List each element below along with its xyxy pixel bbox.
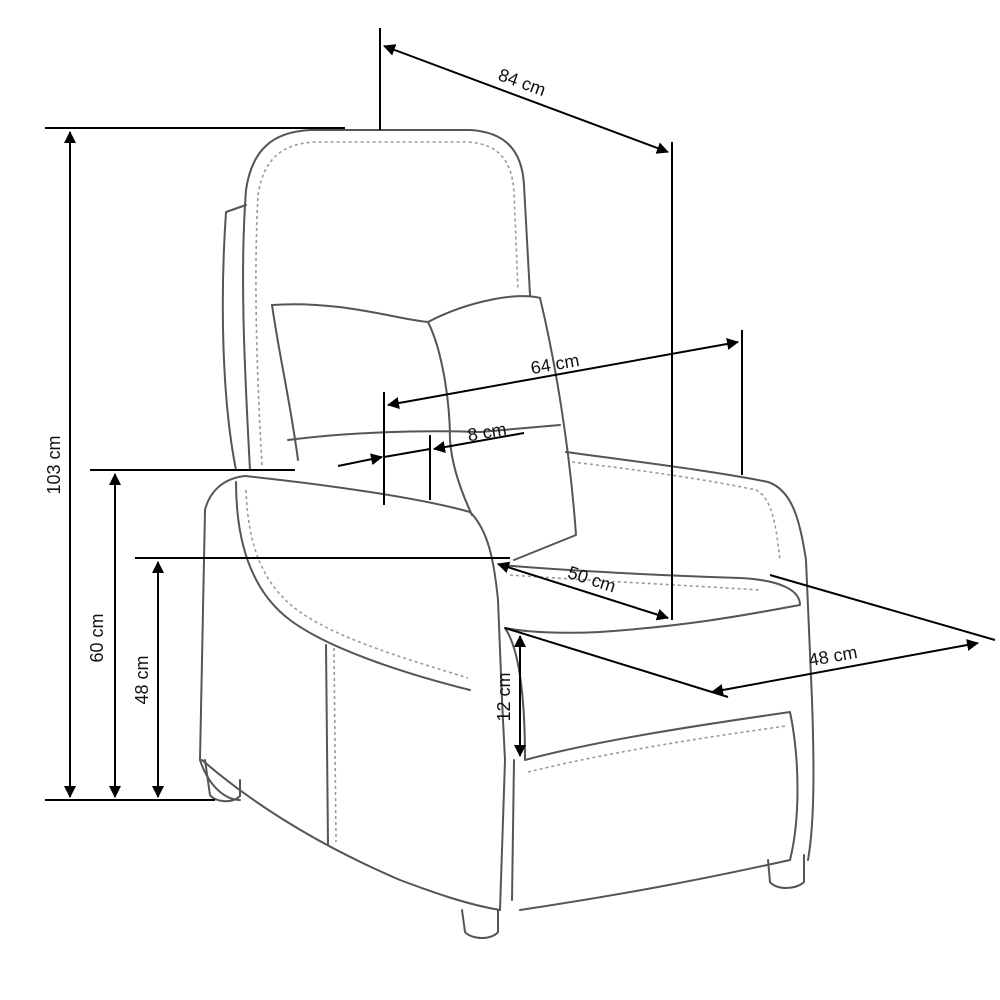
armrest-width-arrow: [337, 453, 383, 467]
label-width: 64 cm: [529, 350, 581, 378]
label-seat-height: 48 cm: [132, 655, 152, 704]
label-armrest-height: 60 cm: [87, 613, 107, 662]
back-cushion: [271, 295, 577, 561]
width-arrow: [387, 338, 739, 409]
right-armrest: [565, 451, 813, 701]
recliner-chair-illustration: [199, 129, 815, 939]
seat-depth-arrow: [497, 561, 669, 621]
seat-width-arrow: [711, 639, 979, 696]
left-armrest: [204, 475, 503, 701]
footrest: [504, 627, 799, 911]
front-leg: [461, 909, 499, 939]
dimension-lines: [45, 28, 996, 801]
label-depth: 84 cm: [496, 65, 549, 101]
left-leg: [204, 759, 241, 803]
right-leg: [767, 854, 805, 889]
label-footrest-height: 12 cm: [494, 672, 514, 721]
label-seat-depth: 50 cm: [565, 562, 618, 596]
seat-cushion: [499, 564, 801, 634]
depth-arrow: [383, 44, 669, 154]
label-armrest-width: 8 cm: [466, 419, 508, 445]
label-total-height: 103 cm: [44, 435, 64, 494]
